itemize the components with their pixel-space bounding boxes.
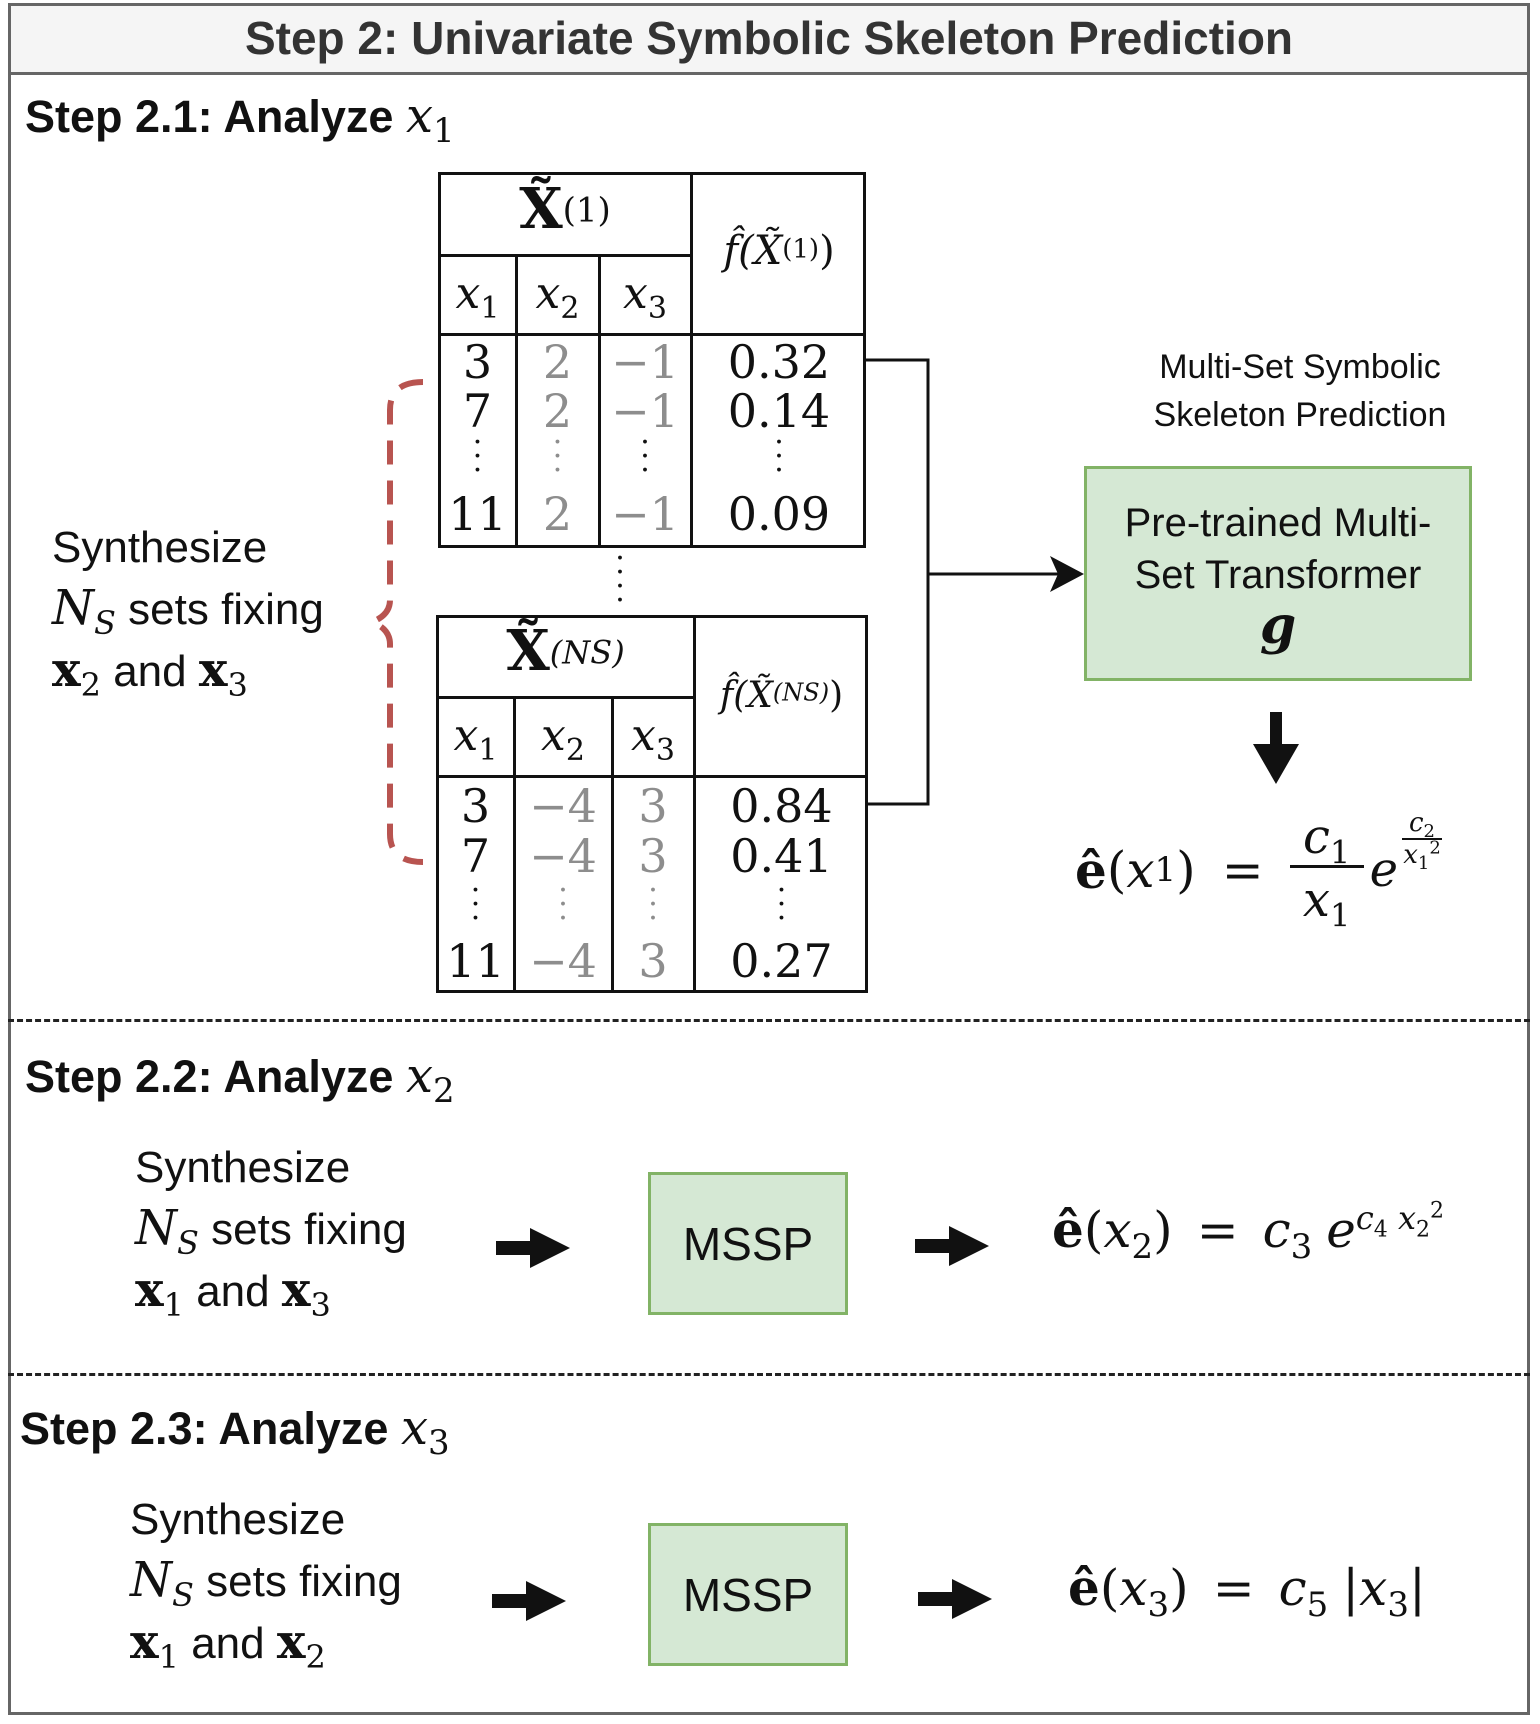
arrow-2-3-a xyxy=(526,1581,566,1621)
table-1-header: X̃(1) xyxy=(519,176,611,242)
table-2-cell: 7 xyxy=(460,829,491,883)
table-1-col-x2: x2 xyxy=(535,268,580,326)
mssp-box-2-3: MSSP xyxy=(648,1523,848,1666)
step-2-2-heading: Step 2.2: Analyze x2 xyxy=(25,1048,455,1111)
table-1-cell: 11 xyxy=(448,487,507,541)
separator-2 xyxy=(8,1373,1530,1376)
table-2-col-x2: x2 xyxy=(541,710,585,768)
table-2-cell: 3 xyxy=(638,934,668,988)
table-1-vdots: ··· xyxy=(640,425,650,488)
arrow-2-3-b xyxy=(952,1579,992,1619)
table-1 xyxy=(438,172,866,548)
diagram-title: Step 2: Univariate Symbolic Skeleton Pre… xyxy=(244,12,1294,64)
table-1-cell: 2 xyxy=(542,384,573,438)
step-2-3-heading: Step 2.3: Analyze x3 xyxy=(20,1400,450,1463)
table-1-cell: −1 xyxy=(611,335,679,389)
table-1-col-x1: x1 xyxy=(455,268,500,326)
tables-vdots: ···· xyxy=(615,541,625,618)
table-2-cell: 3 xyxy=(638,829,668,883)
connector-table-1 xyxy=(866,358,930,574)
table-2-col-x3: x3 xyxy=(631,710,675,768)
separator-1 xyxy=(8,1019,1530,1022)
table-1-cell: 0.32 xyxy=(727,335,831,389)
arrow-2-2-a xyxy=(530,1228,570,1268)
table-2-cell: 0.84 xyxy=(730,779,833,833)
table-1-cell: 3 xyxy=(462,335,493,389)
table-2-cell: −4 xyxy=(529,779,597,833)
table-2-cell: 0.27 xyxy=(730,934,833,988)
table-2-header: X̃(NS) xyxy=(506,618,625,684)
mssp-box-2-2: MSSP xyxy=(648,1172,848,1315)
synth-text-2-1: Synthesize NS sets fixing x2 and x3 xyxy=(52,523,324,704)
mssp-caption: Multi-Set Symbolic Skeleton Prediction xyxy=(1153,348,1447,434)
arrowhead xyxy=(1050,556,1084,592)
table-2-vdots: ··· xyxy=(776,873,787,936)
title-bar xyxy=(8,3,1530,75)
table-1-cell: 0.14 xyxy=(727,384,831,438)
table-1-vdots: ··· xyxy=(774,425,784,488)
table-2-vdots: ··· xyxy=(648,873,658,936)
table-1-cell: −1 xyxy=(611,487,679,541)
table-1-cell: 2 xyxy=(542,487,573,541)
arrow-2-2-b xyxy=(949,1226,989,1266)
table-2-vdots: ··· xyxy=(470,873,481,936)
table-2-cell: 3 xyxy=(460,779,491,833)
table-2-vdots: ··· xyxy=(558,873,568,936)
formula-e-x3: ê(x3)=c5|x3| xyxy=(1068,1558,1426,1625)
table-1-vdots: ··· xyxy=(552,425,563,488)
table-1-cell: 2 xyxy=(542,335,573,389)
table-2-cell: 0.41 xyxy=(730,829,833,883)
table-1-cell: 0.09 xyxy=(727,487,831,541)
table-1-cell: 7 xyxy=(462,384,493,438)
synth-brace xyxy=(363,379,424,865)
table-2 xyxy=(436,615,868,993)
transformer-box: Pre-trained Multi- Set Transformer g xyxy=(1084,466,1472,681)
table-1-fhat-header: f̂(X̃(1)) xyxy=(723,228,835,274)
synth-text-2-2: Synthesize NS sets fixing x1 and x3 xyxy=(135,1143,407,1324)
table-1-cell: −1 xyxy=(611,384,679,438)
arrow-down-head xyxy=(1253,744,1299,784)
table-1-vdots: ··· xyxy=(472,425,483,488)
arrow-down-shaft xyxy=(1270,712,1282,752)
table-2-cell: −4 xyxy=(529,934,597,988)
step-2-1-heading: Step 2.1: Analyze x1 xyxy=(25,88,455,151)
table-2-fhat-header: f̂(X̃(NS)) xyxy=(719,675,844,716)
table-2-cell: 3 xyxy=(638,779,668,833)
connector-table-2 xyxy=(868,574,930,806)
synth-text-2-3: Synthesize NS sets fixing x1 and x2 xyxy=(130,1495,402,1676)
table-2-cell: −4 xyxy=(529,829,597,883)
table-2-cell: 11 xyxy=(446,934,505,988)
table-2-col-x1: x1 xyxy=(453,710,498,768)
transformer-symbol: g xyxy=(1259,594,1297,656)
table-1-col-x3: x3 xyxy=(623,268,667,326)
